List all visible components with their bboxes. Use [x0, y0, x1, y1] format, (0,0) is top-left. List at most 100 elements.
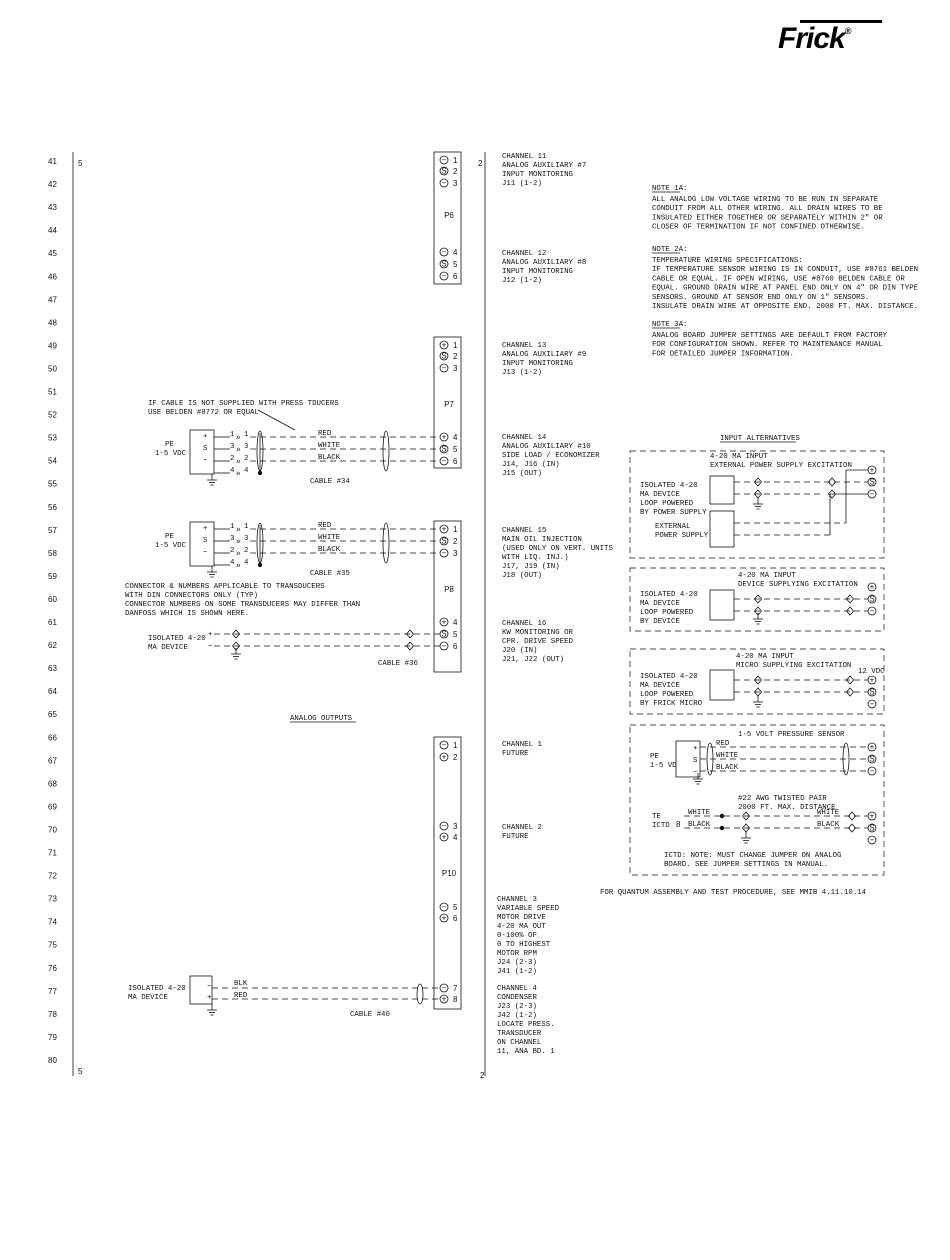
terminal-number-9: 3 — [453, 364, 458, 373]
note-3a-text-line-2: FOR CONFIGURATION SHOWN. REFER TO MAINTE… — [652, 341, 883, 349]
terminal-number-2: 2 — [453, 167, 458, 176]
cable-note-line-1: IF CABLE IS NOT SUPPLIED WITH PRESS TDUC… — [148, 400, 339, 408]
channel-14-label-line-4: J14, J16 (IN) — [502, 461, 560, 469]
line-number-44: 44 — [48, 226, 57, 235]
terminal-12-circle — [439, 456, 449, 466]
channel-15-label-line-4: WITH LIQ. INJ.) — [502, 554, 569, 562]
note-2a-text-line-2: IF TEMPERATURE SENSOR WIRING IS IN CONDU… — [652, 266, 918, 274]
channel-4-label-line-3: J23 (2-3) — [497, 1003, 537, 1011]
isolated-16-plus: + — [208, 631, 213, 639]
sheet-mark-right-top: 2 — [478, 159, 483, 168]
line-number-70: 70 — [48, 825, 57, 834]
analog-outputs-title: ANALOG OUTPUTS — [290, 715, 353, 723]
channel-4-label-line-6: TRANSDUCER — [497, 1030, 542, 1038]
alt-4-pe-s: S — [693, 757, 698, 765]
alt-3-title-line-1: 4-20 MA INPUT — [736, 653, 794, 661]
alt-3-device-line-4: BY FRICK MICRO — [640, 700, 703, 708]
terminal-13-circle — [439, 524, 449, 534]
alt-1-device-line-2: MA DEVICE — [640, 491, 680, 499]
channel-16-label-line-1: CHANNEL 16 — [502, 620, 546, 628]
connector-note-line-1: CONNECTOR & NUMBERS APPLICABLE TO TRANSD… — [125, 583, 325, 591]
terminal-7-symbol: + — [442, 341, 447, 350]
frick-logo: Frick® — [778, 22, 851, 55]
note-2a-text-line-1: TEMPERATURE WIRING SPECIFICATIONS: — [652, 257, 803, 265]
channel-16-label-line-5: J21, J22 (OUT) — [502, 656, 564, 664]
transducer-15-connector-1: » — [236, 525, 241, 534]
alt-2-device-line-4: BY DEVICE — [640, 618, 680, 626]
note-1a-title: NOTE 1A: — [652, 185, 687, 193]
terminal-number-4: 4 — [453, 248, 458, 257]
note-3a-title: NOTE 3A: — [652, 321, 687, 329]
channel-15-label-line-3: (USED ONLY ON VERT. UNITS — [502, 545, 613, 553]
channel-4-label-line-4: J42 (1-2) — [497, 1012, 537, 1020]
alt-5-white-right: WHITE — [817, 809, 840, 817]
channel-13-label-line-2: ANALOG AUXILIARY #9 — [502, 351, 586, 359]
alt-2-device-line-2: MA DEVICE — [640, 600, 680, 608]
line-number-74: 74 — [48, 918, 57, 927]
alt-1-diamond-4 — [827, 489, 837, 499]
channel-16-label-line-4: J20 (IN) — [502, 647, 537, 655]
terminal-number-8: 2 — [453, 352, 458, 361]
alt-3-diamond-1 — [753, 675, 763, 685]
terminal-number-17: 5 — [453, 630, 458, 639]
transducer-14-connector-2: » — [236, 445, 241, 454]
terminal-number-20: 2 — [453, 753, 458, 762]
alt-4-pe-line-1: PE — [650, 753, 659, 761]
line-number-54: 54 — [48, 457, 57, 466]
alt-5-term-3-circle — [867, 835, 877, 845]
isolated-device-4-line-1: ISOLATED 4-20 — [128, 985, 186, 993]
alt-2-term-1-symbol: + — [870, 583, 875, 592]
isolated-device-4-line-2: MA DEVICE — [128, 994, 168, 1002]
terminal-19-symbol: − — [442, 741, 447, 750]
terminal-number-21: 3 — [453, 822, 458, 831]
terminal-11-circle — [439, 444, 449, 454]
terminal-17-symbol: S — [441, 630, 446, 639]
terminal-10-circle — [439, 432, 449, 442]
alt-2-device-line-3: LOOP POWERED — [640, 609, 694, 617]
channel-4-label-line-2: CONDENSER — [497, 994, 537, 1002]
alt-5-note-line-1: ICTD: NOTE: MUST CHANGE JUMPER ON ANALOG — [664, 852, 841, 860]
isolated-4-red-label: RED — [234, 992, 248, 1000]
terminal-2-symbol: S — [441, 167, 446, 176]
cable-40-label: CABLE #40 — [350, 1011, 390, 1019]
transducer-14-pe-text: PE — [165, 441, 174, 449]
line-number-47: 47 — [48, 295, 57, 304]
terminal-number-22: 4 — [453, 833, 458, 842]
transducer-15-pin2-4: 4 — [244, 559, 249, 567]
connector-note-line-2: WITH DIN CONNECTORS ONLY (TYP) — [125, 592, 258, 600]
sheet-mark-left-bottom: 5 — [78, 1067, 83, 1076]
cable-note-line-2: USE BELDEN #8772 OR EQUAL — [148, 409, 259, 417]
alt-5-te-line-1: TE — [652, 813, 661, 821]
terminal-24-circle — [439, 913, 449, 923]
terminal-1-circle — [439, 155, 449, 165]
alt-3-device-box — [709, 669, 735, 701]
line-number-65: 65 — [48, 710, 57, 719]
line-number-59: 59 — [48, 572, 57, 581]
line-number-50: 50 — [48, 364, 57, 373]
isolated-device-16-line-2: MA DEVICE — [148, 644, 188, 652]
channel-13-label-line-4: J13 (1-2) — [502, 369, 542, 377]
alt-4-term-2-symbol: S — [869, 755, 874, 764]
alt-1-device-line-4: BY POWER SUPPLY — [640, 509, 707, 517]
terminal-number-14: 2 — [453, 537, 458, 546]
channel-4-label-line-5: LOCATE PRESS. — [497, 1021, 555, 1029]
terminal-9-symbol: − — [442, 364, 447, 373]
line-number-63: 63 — [48, 664, 57, 673]
terminal-number-25: 7 — [453, 984, 458, 993]
channel-11-label-line-4: J11 (1-2) — [502, 180, 542, 188]
note-3a-text-line-3: FOR DETAILED JUMPER INFORMATION. — [652, 350, 794, 358]
alt-2-term-3-symbol: − — [870, 607, 875, 616]
sheet-mark-right-bottom: 2 — [480, 1071, 485, 1080]
alt-4-term-3-symbol: − — [870, 767, 875, 776]
transducer-14-wire-label-red: RED — [318, 430, 332, 438]
line-number-66: 66 — [48, 733, 57, 742]
terminal-block-p10-label: P10 — [442, 869, 457, 878]
transducer-14-wire-label-black: BLACK — [318, 454, 341, 462]
line-number-53: 53 — [48, 434, 57, 443]
terminal-5-symbol: S — [441, 260, 446, 269]
alt-5-diamond-3 — [847, 811, 857, 821]
terminal-15-symbol: − — [442, 549, 447, 558]
line-number-49: 49 — [48, 341, 57, 350]
channel-16-label-line-3: CPR. DRIVE SPEED — [502, 638, 574, 646]
transducer-15-pe-minus: − — [203, 549, 208, 557]
